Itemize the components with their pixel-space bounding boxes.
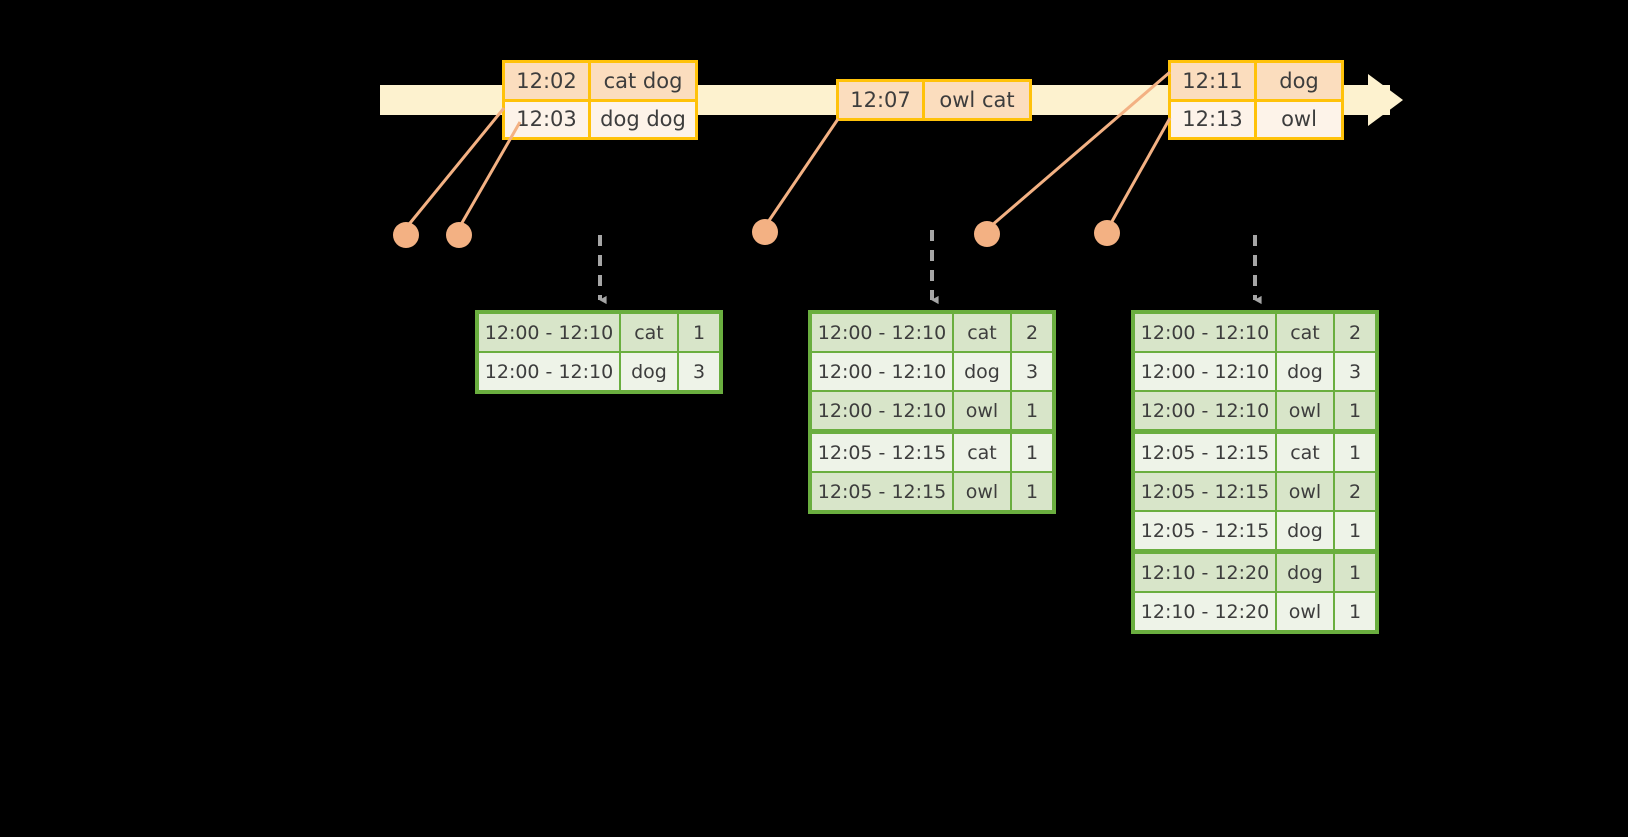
table-row: 12:00 - 12:10 cat 2 <box>812 314 1052 351</box>
table-row: 12:00 - 12:10 dog 3 <box>1135 353 1375 390</box>
key-cell: cat <box>621 314 677 351</box>
result-table-2[interactable]: 12:00 - 12:10 cat 2 12:00 - 12:10 dog 3 … <box>808 310 1056 514</box>
key-cell: cat <box>954 434 1010 471</box>
window-cell: 12:05 - 12:15 <box>1135 434 1275 471</box>
window-cell: 12:00 - 12:10 <box>812 314 952 351</box>
count-cell: 1 <box>1012 392 1052 429</box>
count-cell: 1 <box>1335 434 1375 471</box>
table-row: 12:05 - 12:15 owl 2 <box>1135 473 1375 510</box>
table-row: 12:00 - 12:10 dog 3 <box>479 353 719 390</box>
event-value: dog dog <box>591 101 695 137</box>
count-cell: 1 <box>1012 434 1052 471</box>
window-cell: 12:00 - 12:10 <box>1135 392 1275 429</box>
key-cell: cat <box>1277 434 1333 471</box>
window-cell: 12:05 - 12:15 <box>1135 473 1275 510</box>
key-cell: dog <box>1277 554 1333 591</box>
count-cell: 2 <box>1335 314 1375 351</box>
count-cell: 1 <box>679 314 719 351</box>
timeline-arrowhead <box>1368 74 1403 126</box>
count-cell: 1 <box>1335 554 1375 591</box>
connector-event-3b <box>1094 117 1172 246</box>
event-row: 12:11 dog <box>1171 63 1341 99</box>
event-box-3[interactable]: 12:11 dog 12:13 owl <box>1168 60 1344 140</box>
count-cell: 1 <box>1335 593 1375 630</box>
window-cell: 12:05 - 12:15 <box>1135 512 1275 549</box>
table-row: 12:05 - 12:15 owl 1 <box>812 473 1052 510</box>
event-time: 12:02 <box>505 63 591 99</box>
event-row: 12:02 cat dog <box>505 63 695 99</box>
key-cell: owl <box>1277 392 1333 429</box>
event-row: 12:13 owl <box>1171 98 1341 137</box>
window-cell: 12:00 - 12:10 <box>812 392 952 429</box>
table-row: 12:05 - 12:15 dog 1 <box>1135 512 1375 549</box>
key-cell: owl <box>1277 593 1333 630</box>
table-row: 12:05 - 12:15 cat 1 <box>1135 434 1375 471</box>
key-cell: cat <box>1277 314 1333 351</box>
table-row: 12:00 - 12:10 owl 1 <box>1135 392 1375 429</box>
connector-event-1a <box>393 107 506 248</box>
count-cell: 2 <box>1335 473 1375 510</box>
window-cell: 12:05 - 12:15 <box>812 434 952 471</box>
event-box-2[interactable]: 12:07 owl cat <box>836 79 1032 121</box>
event-time: 12:13 <box>1171 101 1257 137</box>
count-cell: 2 <box>1012 314 1052 351</box>
table-row: 12:00 - 12:10 cat 1 <box>479 314 719 351</box>
connector-event-1b <box>446 121 522 248</box>
key-cell: cat <box>954 314 1010 351</box>
event-value: cat dog <box>591 63 695 99</box>
key-cell: owl <box>954 473 1010 510</box>
table-row: 12:10 - 12:20 owl 1 <box>1135 593 1375 630</box>
count-cell: 3 <box>1012 353 1052 390</box>
table-row: 12:00 - 12:10 dog 3 <box>812 353 1052 390</box>
result-table-1[interactable]: 12:00 - 12:10 cat 1 12:00 - 12:10 dog 3 <box>475 310 723 394</box>
window-cell: 12:00 - 12:10 <box>1135 314 1275 351</box>
key-cell: dog <box>954 353 1010 390</box>
connector-event-2 <box>752 118 840 245</box>
event-time: 12:03 <box>505 101 591 137</box>
table-row: 12:10 - 12:20 dog 1 <box>1135 554 1375 591</box>
window-cell: 12:00 - 12:10 <box>1135 353 1275 390</box>
event-row: 12:07 owl cat <box>839 82 1029 118</box>
window-cell: 12:10 - 12:20 <box>1135 554 1275 591</box>
table-row: 12:00 - 12:10 cat 2 <box>1135 314 1375 351</box>
count-cell: 1 <box>1012 473 1052 510</box>
window-cell: 12:00 - 12:10 <box>479 353 619 390</box>
window-cell: 12:10 - 12:20 <box>1135 593 1275 630</box>
event-time: 12:07 <box>839 82 925 118</box>
window-cell: 12:05 - 12:15 <box>812 473 952 510</box>
result-table-3[interactable]: 12:00 - 12:10 cat 2 12:00 - 12:10 dog 3 … <box>1131 310 1379 634</box>
event-row: 12:03 dog dog <box>505 98 695 137</box>
window-cell: 12:00 - 12:10 <box>812 353 952 390</box>
event-value: dog <box>1257 63 1341 99</box>
key-cell: dog <box>621 353 677 390</box>
count-cell: 1 <box>1335 392 1375 429</box>
event-value: owl <box>1257 101 1341 137</box>
event-box-1[interactable]: 12:02 cat dog 12:03 dog dog <box>502 60 698 140</box>
event-value: owl cat <box>925 82 1029 118</box>
count-cell: 3 <box>1335 353 1375 390</box>
key-cell: dog <box>1277 353 1333 390</box>
key-cell: owl <box>954 392 1010 429</box>
window-cell: 12:00 - 12:10 <box>479 314 619 351</box>
count-cell: 3 <box>679 353 719 390</box>
key-cell: dog <box>1277 512 1333 549</box>
count-cell: 1 <box>1335 512 1375 549</box>
table-row: 12:00 - 12:10 owl 1 <box>812 392 1052 429</box>
key-cell: owl <box>1277 473 1333 510</box>
event-time: 12:11 <box>1171 63 1257 99</box>
table-row: 12:05 - 12:15 cat 1 <box>812 434 1052 471</box>
